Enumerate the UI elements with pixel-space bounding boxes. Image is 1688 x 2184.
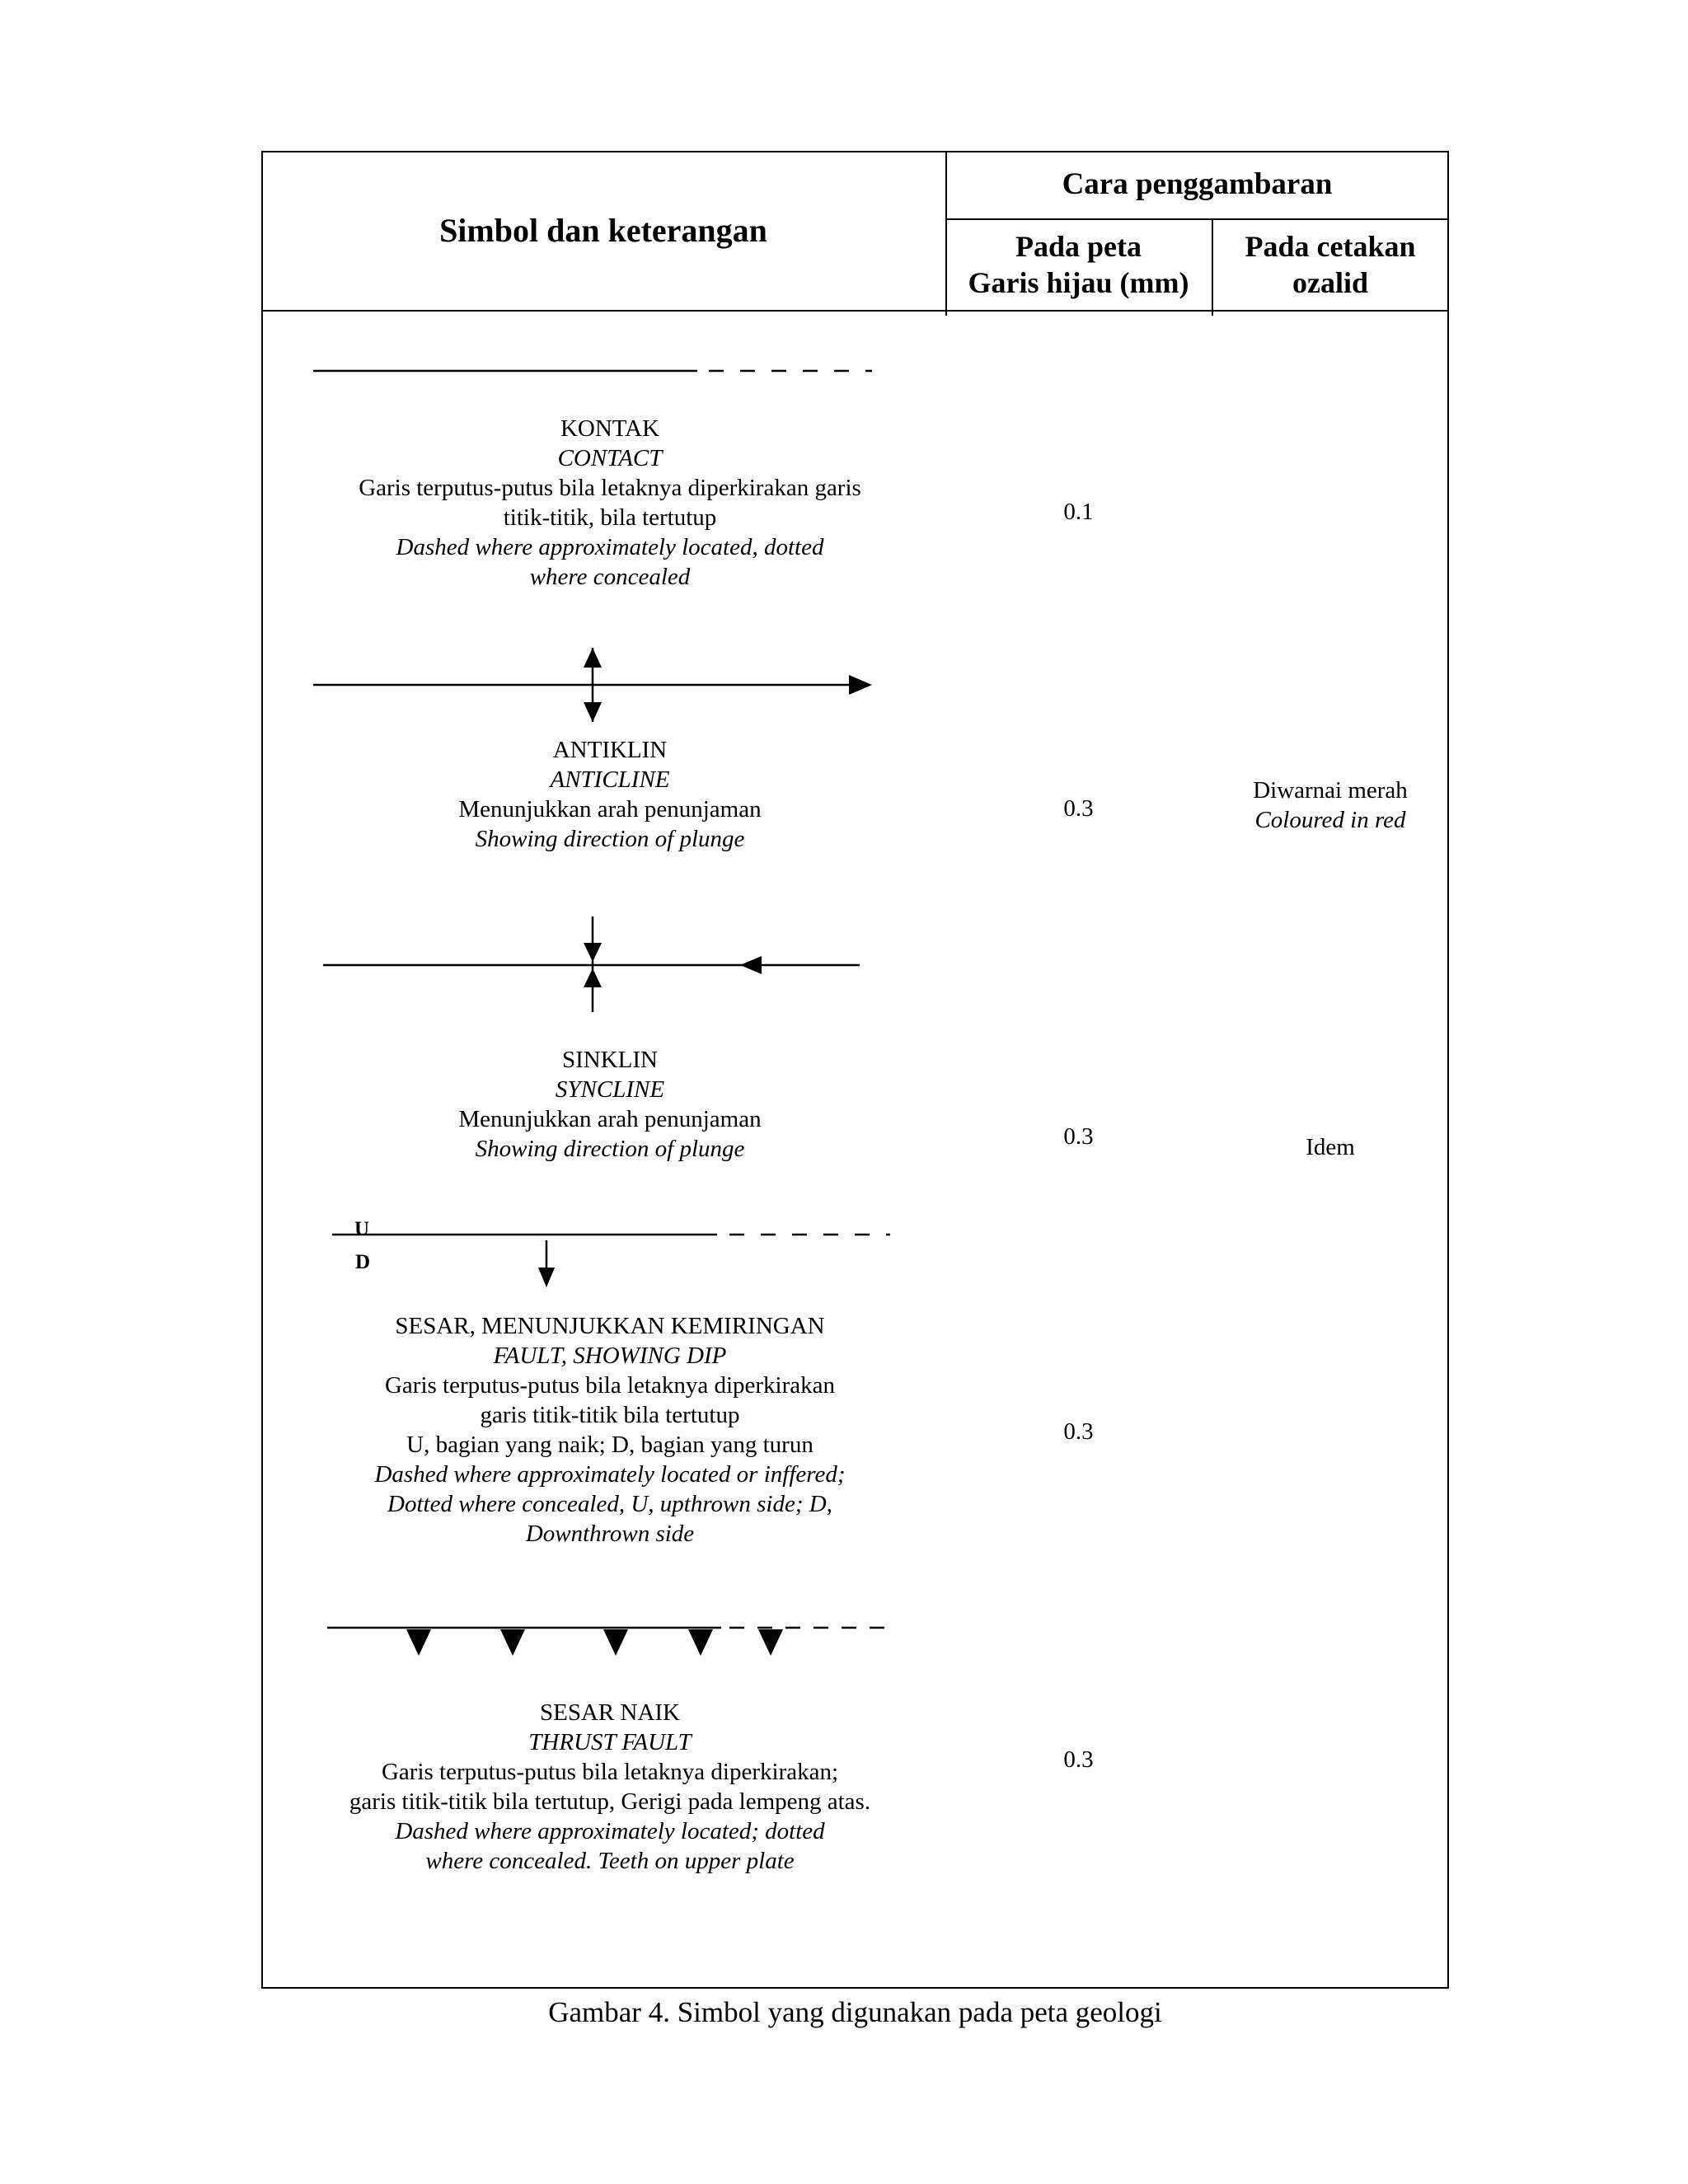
row-text-en: Dashed where approximately located or in… bbox=[374, 1461, 846, 1488]
row-title: SESAR, MENUNJUKKAN KEMIRINGAN bbox=[395, 1313, 825, 1339]
row-text-en: Dotted where concealed, U, upthrown side… bbox=[387, 1491, 832, 1517]
fault-downthrown-label: D bbox=[355, 1251, 371, 1273]
row-title-en: SYNCLINE bbox=[555, 1076, 665, 1103]
thrust-fault-description: SESAR NAIK THRUST FAULT Garis terputus-p… bbox=[288, 1698, 931, 1876]
header-map: Pada peta Garis hijau (mm) bbox=[945, 218, 1212, 310]
figure-caption: Gambar 4. Simbol yang digunakan pada pet… bbox=[548, 1996, 1162, 2028]
print-note-line2: Coloured in red bbox=[1254, 807, 1406, 833]
syncline-print-note: Idem bbox=[1306, 1134, 1355, 1160]
row-text: garis titik-titik bila tertutup bbox=[480, 1402, 740, 1428]
row-text: titik-titik, bila tertutup bbox=[503, 504, 717, 531]
header-symbol-text: Simbol dan keterangan bbox=[439, 211, 767, 249]
row-title-en: THRUST FAULT bbox=[528, 1729, 692, 1755]
row-text: Menunjukkan arah penunjaman bbox=[458, 1106, 762, 1132]
legend-table-frame bbox=[261, 151, 1449, 1989]
header-print-line1: Pada cetakan bbox=[1245, 229, 1416, 263]
header-divider-cara bbox=[945, 218, 1449, 220]
syncline-line-width: 0.3 bbox=[1063, 1123, 1094, 1150]
fault-description: SESAR, MENUNJUKKAN KEMIRINGAN FAULT, SHO… bbox=[288, 1311, 931, 1549]
row-text-en: Downthrown side bbox=[525, 1521, 695, 1547]
header-method: Cara penggambaran bbox=[945, 151, 1449, 218]
row-text-en: Dashed where approximately located; dott… bbox=[395, 1818, 825, 1844]
row-title-en: FAULT, SHOWING DIP bbox=[493, 1343, 727, 1369]
row-text: Menunjukkan arah penunjaman bbox=[458, 796, 762, 823]
contact-line-width: 0.1 bbox=[1063, 499, 1094, 525]
row-text-en: Showing direction of plunge bbox=[475, 1136, 745, 1162]
header-map-line2: Garis hijau (mm) bbox=[968, 265, 1189, 299]
fault-line-width: 0.3 bbox=[1063, 1418, 1094, 1445]
anticline-print-note: Diwarnai merah Coloured in red bbox=[1212, 776, 1449, 835]
row-text: garis titik-titik bila tertutup, Gerigi … bbox=[349, 1788, 871, 1815]
row-title: SINKLIN bbox=[562, 1047, 658, 1073]
row-text: Garis terputus-putus bila letaknya diper… bbox=[381, 1759, 839, 1785]
row-text: Garis terputus-putus bila letaknya diper… bbox=[359, 475, 861, 501]
column-divider-sub bbox=[1212, 218, 1213, 316]
header-print-line2: ozalid bbox=[1292, 265, 1368, 299]
contact-description: KONTAK CONTACT Garis terputus-putus bila… bbox=[288, 414, 931, 592]
header-map-line1: Pada peta bbox=[1015, 229, 1142, 263]
row-text-en: where concealed bbox=[529, 564, 691, 590]
thrust-fault-symbol bbox=[327, 1626, 886, 1656]
anticline-line-width: 0.3 bbox=[1063, 795, 1094, 822]
row-text: U, bagian yang naik; D, bagian yang turu… bbox=[406, 1432, 814, 1458]
row-text-en: where concealed. Teeth on upper plate bbox=[425, 1848, 795, 1874]
syncline-symbol bbox=[323, 916, 860, 1012]
print-note-line1: Diwarnai merah bbox=[1253, 777, 1408, 804]
row-title-en: ANTICLINE bbox=[550, 766, 670, 793]
column-divider-main bbox=[945, 151, 947, 316]
header-print: Pada cetakan ozalid bbox=[1212, 218, 1449, 310]
anticline-symbol bbox=[313, 648, 872, 722]
syncline-description: SINKLIN SYNCLINE Menunjukkan arah penunj… bbox=[288, 1045, 931, 1164]
row-title-en: CONTACT bbox=[557, 445, 663, 471]
fault-upthrown-label: U bbox=[354, 1218, 370, 1240]
anticline-description: ANTIKLIN ANTICLINE Menunjukkan arah penu… bbox=[288, 735, 931, 854]
header-symbol: Simbol dan keterangan bbox=[261, 151, 945, 310]
header-bottom-rule bbox=[261, 310, 1449, 312]
header-method-text: Cara penggambaran bbox=[1062, 167, 1333, 201]
row-title: SESAR NAIK bbox=[540, 1699, 680, 1726]
row-text-en: Showing direction of plunge bbox=[475, 826, 745, 852]
row-text-en: Dashed where approximately located, dott… bbox=[396, 534, 824, 560]
row-title: KONTAK bbox=[560, 415, 660, 442]
row-title: ANTIKLIN bbox=[552, 737, 668, 763]
thrust-fault-line-width: 0.3 bbox=[1063, 1746, 1094, 1773]
fault-symbol bbox=[332, 1233, 890, 1287]
row-text: Garis terputus-putus bila letaknya diper… bbox=[384, 1372, 835, 1399]
